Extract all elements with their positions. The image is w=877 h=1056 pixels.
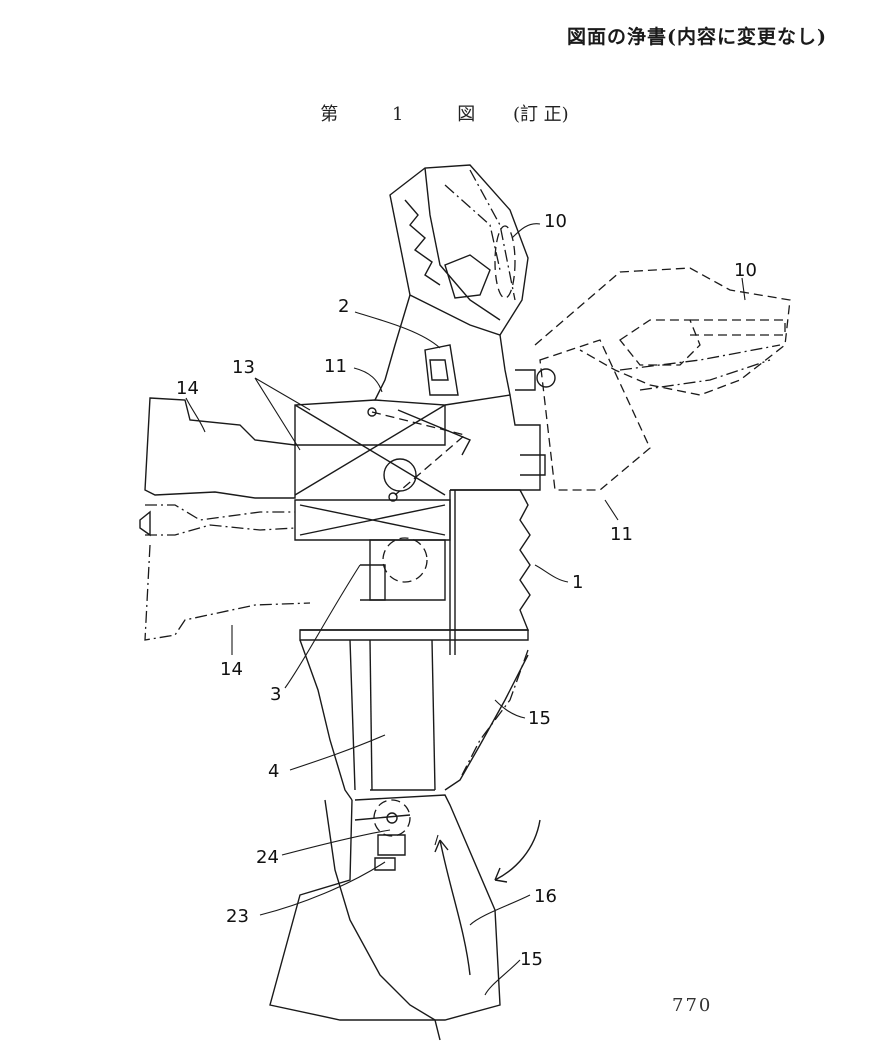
foot-block xyxy=(269,794,541,1041)
label-16: 16 xyxy=(534,886,557,907)
label-23: 23 xyxy=(226,906,249,927)
figure-title-correction: (訂 正) xyxy=(512,104,569,125)
label-15-bottom: 15 xyxy=(520,949,543,970)
label-13: 13 xyxy=(232,357,255,378)
label-15-mid: 15 xyxy=(528,708,551,729)
label-1: 1 xyxy=(572,572,583,593)
legs xyxy=(299,639,529,801)
figure-title-word: 第 xyxy=(320,104,339,125)
figure-title-number: 1 xyxy=(392,104,404,125)
page-number: 770 xyxy=(672,995,713,1016)
head-swung xyxy=(515,267,791,491)
label-11-right: 11 xyxy=(610,524,633,545)
label-3: 3 xyxy=(270,684,281,705)
label-24: 24 xyxy=(256,847,279,868)
label-14-top: 14 xyxy=(176,378,199,399)
leader-lines xyxy=(185,223,746,996)
head-upright xyxy=(374,164,529,401)
figure-title: 第 1 図 (訂 正) xyxy=(0,100,877,126)
arm-upper xyxy=(144,397,451,541)
label-11-left: 11 xyxy=(324,356,347,377)
figure-title-fig: 図 xyxy=(457,104,476,125)
label-10-top: 10 xyxy=(544,211,567,232)
label-2: 2 xyxy=(338,296,349,317)
reference-numerals: 10 10 2 11 13 14 11 1 14 3 15 4 24 23 16… xyxy=(176,211,757,970)
label-10-right: 10 xyxy=(734,260,757,281)
header-note: 図面の浄書(内容に変更なし) xyxy=(567,26,827,48)
torso xyxy=(299,489,531,655)
label-14-bottom: 14 xyxy=(220,659,243,680)
neck-shoulder xyxy=(294,344,546,502)
label-4: 4 xyxy=(268,761,279,782)
arm-lower xyxy=(139,504,311,641)
